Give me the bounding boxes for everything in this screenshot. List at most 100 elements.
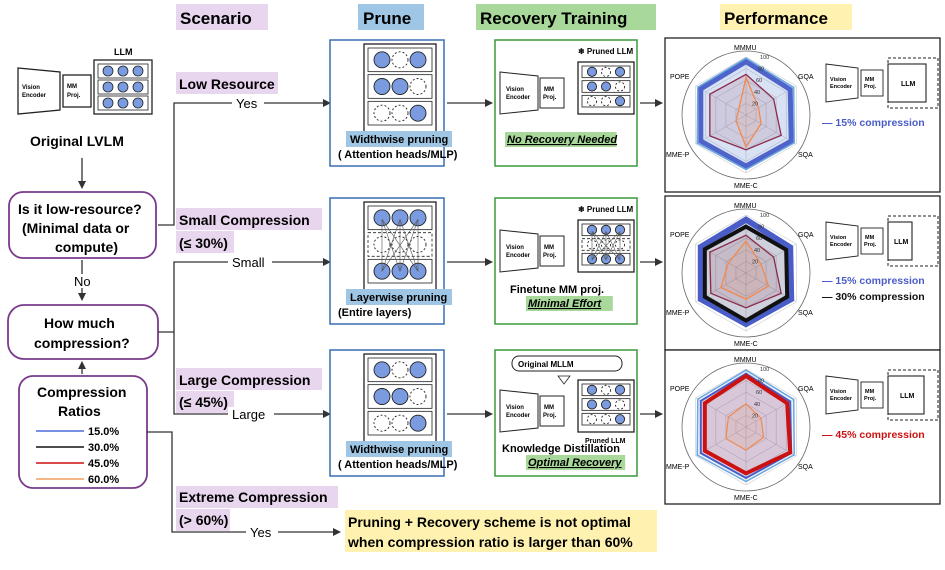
yes-extreme-bg xyxy=(246,525,278,539)
neuron-circle xyxy=(117,65,129,77)
vision-encoder-label: Encoder xyxy=(830,84,853,90)
neuron-circle xyxy=(409,414,427,432)
scenario-large-sub: (≤ 45%) xyxy=(179,394,228,410)
recovery-line2-bg xyxy=(526,296,613,311)
ratio-label: 60.0% xyxy=(88,474,119,486)
radar-series xyxy=(709,73,782,151)
vision-encoder-shape xyxy=(825,63,859,103)
neuron-circle xyxy=(586,96,598,107)
question-low-resource xyxy=(8,191,157,259)
recovery-line2-bg xyxy=(505,132,617,147)
radar-tick: 40 xyxy=(754,90,760,96)
mm-proj-label: MM xyxy=(865,235,875,241)
mm-proj-label: MM xyxy=(67,84,77,90)
radar-axis-label: SQA xyxy=(798,464,813,471)
neuron-circle xyxy=(614,414,626,425)
compression-legend: — 15% compression xyxy=(822,117,925,129)
neuron-circle xyxy=(409,78,427,95)
neuron-circle xyxy=(586,81,598,92)
radar-spoke xyxy=(695,85,747,116)
question1-line3: compute) xyxy=(55,239,118,255)
neuron-circle xyxy=(373,414,391,432)
neuron-circle xyxy=(391,388,409,405)
mm-proj-label: Proj. xyxy=(864,396,877,402)
vision-encoder-label: Vision xyxy=(22,85,40,91)
mm-proj-box xyxy=(860,381,884,409)
scenario-small-title: Small Compression xyxy=(179,212,310,228)
skip-connection xyxy=(381,219,401,272)
scenario-small-branch: Small xyxy=(232,255,265,270)
radar-tick: 60 xyxy=(756,78,762,84)
neuron-circle xyxy=(102,97,114,109)
radar-axis-label: SQA xyxy=(798,310,813,317)
radar-axis-label: MME-C xyxy=(734,495,758,502)
compression-legend: — 30% compression xyxy=(822,291,925,303)
scenario-extreme-sub-bg xyxy=(176,509,230,531)
vision-encoder-shape xyxy=(825,375,859,415)
no-label: No xyxy=(74,274,91,289)
pruned-llm-box xyxy=(887,63,927,103)
mm-proj-box xyxy=(539,77,565,109)
scenario-extreme-sub: (> 60%) xyxy=(179,512,228,528)
neuron-circle xyxy=(132,65,144,77)
vision-encoder-label: Vision xyxy=(830,389,847,395)
prune-caption: Widthwise pruning xyxy=(350,134,448,146)
neuron-circle xyxy=(409,388,427,405)
compression-legend: — 15% compression xyxy=(822,275,925,287)
vision-encoder-label: Encoder xyxy=(830,242,853,248)
vision-encoder-shape xyxy=(499,71,539,115)
radar-axis-label: POPE xyxy=(670,232,690,239)
mm-proj-label-2: Proj. xyxy=(67,93,81,99)
radar-series xyxy=(720,239,770,300)
conclusion-line2: when compression ratio is larger than 60… xyxy=(347,534,633,550)
radar-axis-label: GQA xyxy=(798,386,814,393)
radar-axis-label: MME-C xyxy=(734,183,758,190)
branch-small-line xyxy=(158,258,331,333)
neuron-circle xyxy=(614,384,626,395)
skip-connection xyxy=(399,219,419,272)
radar-outer-ring xyxy=(681,208,811,338)
scenario-small-sub-bg xyxy=(176,231,234,253)
neuron-circle xyxy=(373,78,391,95)
conclusion-line1: Pruning + Recovery scheme is not optimal xyxy=(348,514,631,530)
radar-tick: 20 xyxy=(752,101,758,107)
mm-proj-label: MM xyxy=(865,389,875,395)
pruned-llm-box xyxy=(887,221,913,261)
neuron-circle xyxy=(600,96,612,107)
branch-large-line xyxy=(173,332,331,418)
radar-series xyxy=(696,57,795,171)
original-mllm-pill xyxy=(511,355,623,372)
radar-axis-label: MME-P xyxy=(666,310,690,317)
mm-proj-box xyxy=(539,395,565,427)
neuron-circle xyxy=(614,66,626,77)
recovery-line2: Minimal Effort xyxy=(528,298,602,310)
scenario-low-branch: Yes xyxy=(236,96,258,111)
radar-axis-label: MME-P xyxy=(666,464,690,471)
prune-caption: Widthwise pruning xyxy=(350,444,448,456)
large-label-bg xyxy=(228,407,274,421)
neuron-circle xyxy=(600,414,612,425)
small-label-bg xyxy=(228,255,272,269)
radar-tick: 60 xyxy=(756,390,762,396)
vision-encoder-label: Vision xyxy=(830,77,847,83)
mm-proj-label: Proj. xyxy=(543,95,557,101)
radar-axis-label: MMMU xyxy=(734,203,757,210)
radar-series xyxy=(702,373,793,476)
vision-encoder-label: Vision xyxy=(506,405,524,411)
recovery-line1: Knowledge Distillation xyxy=(502,443,620,455)
recovery-line2-bg xyxy=(526,455,626,470)
prune-sub: ( Attention heads/MLP) xyxy=(338,459,458,471)
question1-line1: Is it low-resource? xyxy=(18,201,142,217)
original-mllm-label: Original MLLM xyxy=(518,360,574,369)
vision-encoder-label: Encoder xyxy=(506,253,531,259)
neuron-circle xyxy=(409,51,427,69)
radar-spoke xyxy=(745,114,797,145)
neuron-circle xyxy=(614,96,626,107)
mm-proj-label: MM xyxy=(544,87,554,93)
neuron-circle xyxy=(102,65,114,77)
vision-encoder-label: Vision xyxy=(506,245,524,251)
radar-axis-label: MMMU xyxy=(734,357,757,364)
mm-proj-label: Proj. xyxy=(543,253,557,259)
vision-encoder-shape xyxy=(499,389,539,433)
